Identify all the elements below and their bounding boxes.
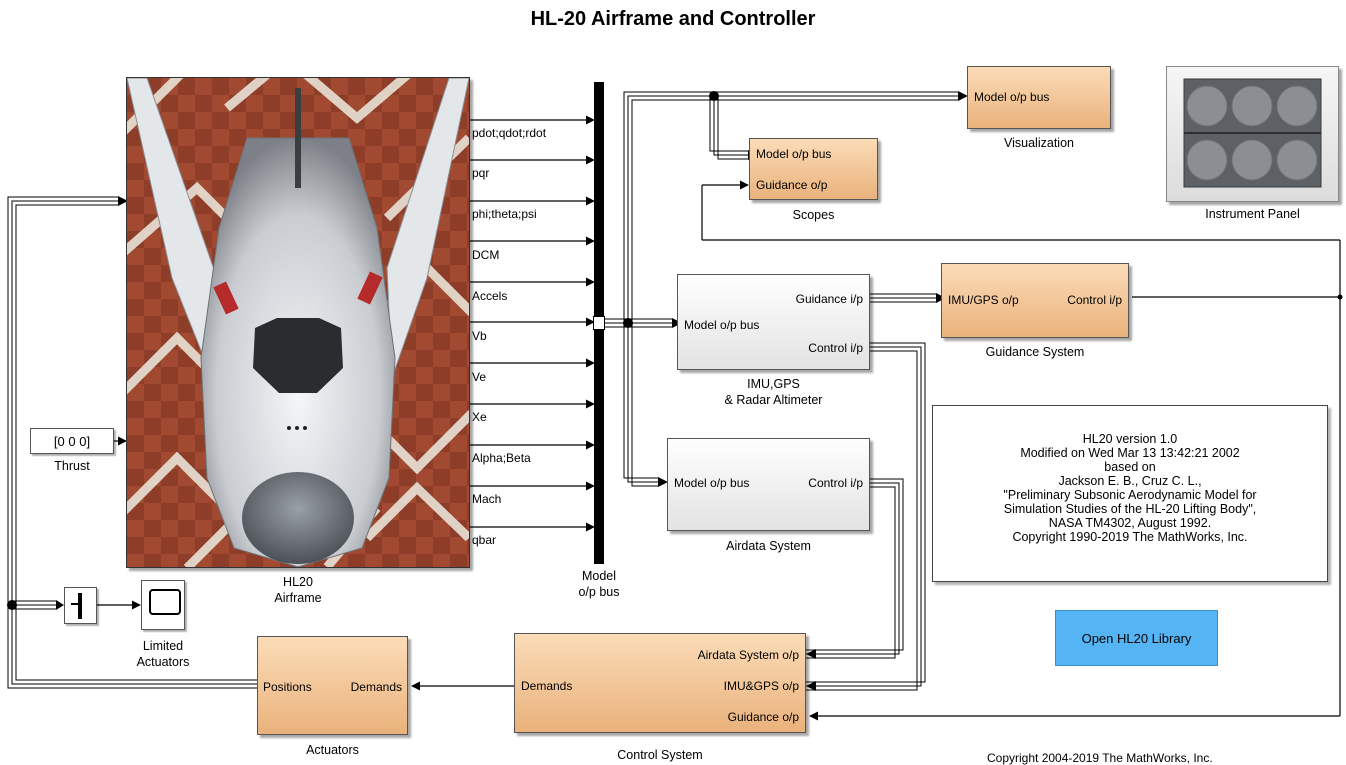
scope-screen-icon (149, 589, 181, 615)
actuators-caption: Actuators (306, 743, 359, 757)
scopes-block[interactable]: Model o/p bus Guidance o/p (749, 138, 878, 200)
imu-caption-line2: & Radar Altimeter (724, 393, 823, 407)
bus-creator-caption: Model o/p bus (556, 568, 642, 600)
airdata-out1-label: Control i/p (808, 476, 863, 490)
imu-caption: IMU,GPS & Radar Altimeter (677, 376, 870, 408)
diagram-title: HL-20 Airframe and Controller (530, 8, 816, 30)
output-label-2: phi;theta;psi (472, 207, 537, 221)
limited-caption-line1: Limited (142, 639, 184, 653)
bus-selector-bar-icon (78, 593, 82, 619)
hl20-airframe-block[interactable] (126, 77, 470, 568)
note-line-6: NASA TM4302, August 1992. (1048, 516, 1212, 530)
scopes-in2-label: Guidance o/p (756, 178, 828, 192)
hl20-photo (127, 78, 469, 567)
note-line-1: Modified on Wed Mar 13 13:42:21 2002 (1020, 446, 1240, 460)
actuators-block[interactable]: Positions Demands (257, 636, 408, 735)
model-info-annotation: HL20 version 1.0 Modified on Wed Mar 13 … (932, 405, 1328, 582)
visualization-block[interactable]: Model o/p bus (967, 66, 1111, 129)
note-line-4: "Preliminary Subsonic Aerodynamic Model … (1003, 488, 1257, 502)
open-hl20-library-button[interactable]: Open HL20 Library (1055, 610, 1218, 666)
output-label-3: DCM (472, 248, 500, 262)
imu-out2-label: Control i/p (808, 341, 863, 355)
guidance-system-block[interactable]: IMU/GPS o/p Control i/p (941, 263, 1129, 338)
scopes-caption: Scopes (792, 208, 835, 222)
control-in3-label: Guidance o/p (727, 710, 799, 724)
output-label-8: Alpha;Beta (472, 451, 531, 465)
bus-selector-tick-icon (71, 603, 81, 605)
instrument-panel-block[interactable] (1166, 66, 1339, 202)
note-line-3: Jackson E. B., Cruz C. L., (1058, 474, 1202, 488)
bus-caption-line1: Model (581, 569, 617, 583)
instrument-panel-caption: Instrument Panel (1205, 207, 1300, 221)
visualization-caption: Visualization (1004, 136, 1074, 150)
limited-actuators-caption: Limited Actuators (130, 638, 196, 670)
guidance-in1-label: IMU/GPS o/p (948, 293, 1019, 307)
instrument-panel-gauges (1183, 78, 1322, 188)
airframe-caption: HL20 Airframe (250, 574, 346, 606)
airdata-in1-label: Model o/p bus (674, 476, 750, 490)
guidance-out1-label: Control i/p (1067, 293, 1122, 307)
airframe-caption-line1: HL20 (283, 575, 313, 589)
imu-caption-line1: IMU,GPS (747, 377, 800, 391)
limited-caption-line2: Actuators (136, 655, 190, 669)
actuators-out1-label: Positions (263, 680, 312, 694)
output-label-5: Vb (472, 329, 487, 343)
control-system-block[interactable]: Demands Airdata System o/p IMU&GPS o/p G… (514, 633, 806, 733)
guidance-caption: Guidance System (985, 345, 1085, 359)
control-caption: Control System (617, 748, 703, 762)
imu-gps-block[interactable]: Model o/p bus Guidance i/p Control i/p (677, 274, 870, 370)
note-line-2: based on (1104, 460, 1156, 474)
limited-actuators-scope-block[interactable] (141, 580, 185, 630)
actuators-in1-label: Demands (350, 680, 402, 694)
control-out1-label: Demands (521, 679, 573, 693)
imu-in1-label: Model o/p bus (684, 318, 760, 332)
output-label-9: Mach (472, 492, 502, 506)
output-label-1: pqr (472, 166, 490, 180)
control-in1-label: Airdata System o/p (697, 648, 799, 662)
output-label-0: pdot;qdot;rdot (472, 126, 547, 140)
thrust-caption: Thrust (54, 459, 90, 473)
airframe-caption-line2: Airframe (274, 591, 322, 605)
bus-tap-marker (593, 316, 605, 330)
note-line-5: Simulation Studies of the HL-20 Lifting … (1003, 502, 1257, 516)
thrust-constant-block[interactable]: [0 0 0] (30, 428, 114, 454)
airdata-caption: Airdata System (726, 539, 811, 553)
visualization-in1-label: Model o/p bus (974, 90, 1050, 104)
output-label-7: Xe (472, 410, 487, 424)
imu-out1-label: Guidance i/p (795, 292, 863, 306)
bus-caption-line2: o/p bus (578, 585, 620, 599)
airdata-system-block[interactable]: Model o/p bus Control i/p (667, 438, 870, 531)
copyright-text: Copyright 2004-2019 The MathWorks, Inc. (987, 751, 1213, 765)
note-line-7: Copyright 1990-2019 The MathWorks, Inc. (1012, 530, 1248, 544)
bus-selector-block[interactable] (64, 587, 97, 624)
output-label-10: qbar (472, 533, 497, 547)
thrust-value: [0 0 0] (53, 433, 91, 449)
control-in2-label: IMU&GPS o/p (723, 679, 799, 693)
output-label-6: Ve (472, 370, 487, 384)
note-line-0: HL20 version 1.0 (1082, 432, 1178, 446)
scopes-in1-label: Model o/p bus (756, 147, 832, 161)
output-label-4: Accels (472, 289, 508, 303)
